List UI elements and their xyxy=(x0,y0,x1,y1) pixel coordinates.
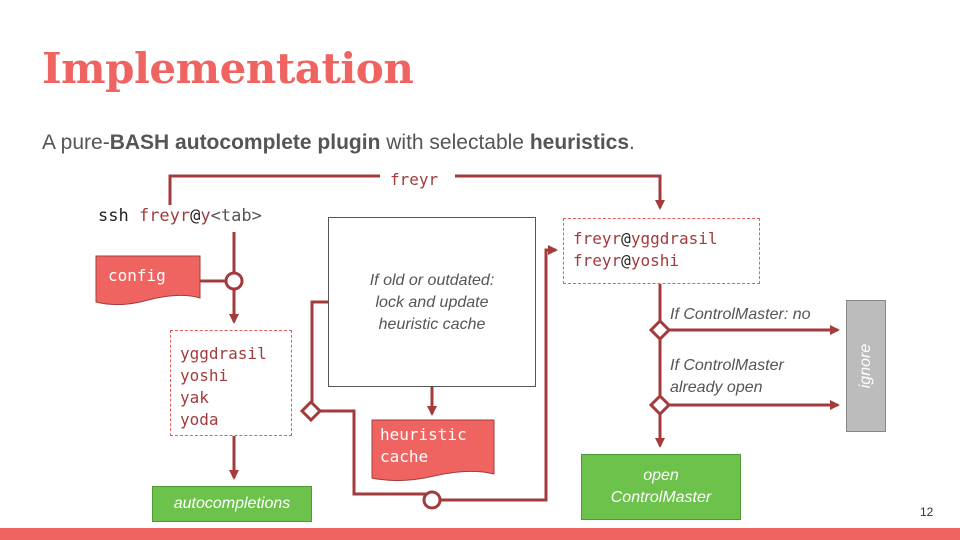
open-controlmaster-box: open ControlMaster xyxy=(581,454,741,520)
feedback-label: freyr xyxy=(386,170,443,189)
subtitle: A pure-BASH autocomplete plugin with sel… xyxy=(42,131,635,154)
heuristic-cache-label: heuristic cache xyxy=(380,425,467,466)
condition-no-label: If ControlMaster: no xyxy=(670,306,811,323)
heuristic-cache-shape xyxy=(371,419,495,482)
junction-circle xyxy=(224,271,244,291)
results-list: freyr@yggdrasil freyr@yoshi xyxy=(563,218,760,284)
cache-process-box: If old or outdated: lock and update heur… xyxy=(328,217,536,387)
list-item: yoda xyxy=(180,410,219,429)
list-item: yak xyxy=(180,388,209,407)
junction-diamond xyxy=(648,393,672,417)
config-shape xyxy=(95,255,201,306)
page-title: Implementation xyxy=(42,44,414,93)
footer-bar xyxy=(0,528,960,540)
page-number: 12 xyxy=(920,505,934,519)
config-label: config xyxy=(108,266,166,285)
feedback-line-right xyxy=(455,174,665,210)
candidates-list: yggdrasil yoshi yak yoda xyxy=(170,330,292,436)
ignore-box: ignore xyxy=(846,300,886,432)
junction-circle xyxy=(422,490,442,510)
list-item: yoshi xyxy=(180,366,229,385)
condition-open-label: If ControlMaster already open xyxy=(670,357,784,396)
junction-diamond xyxy=(648,318,672,342)
autocompletions-box: autocompletions xyxy=(152,486,312,522)
list-item: yggdrasil xyxy=(180,344,267,363)
list-item: freyr@yggdrasil xyxy=(573,229,718,248)
junction-diamond xyxy=(299,399,323,423)
feedback-line xyxy=(168,174,380,205)
ssh-command: ssh freyr@y<tab> xyxy=(98,206,262,226)
list-item: freyr@yoshi xyxy=(573,251,679,270)
